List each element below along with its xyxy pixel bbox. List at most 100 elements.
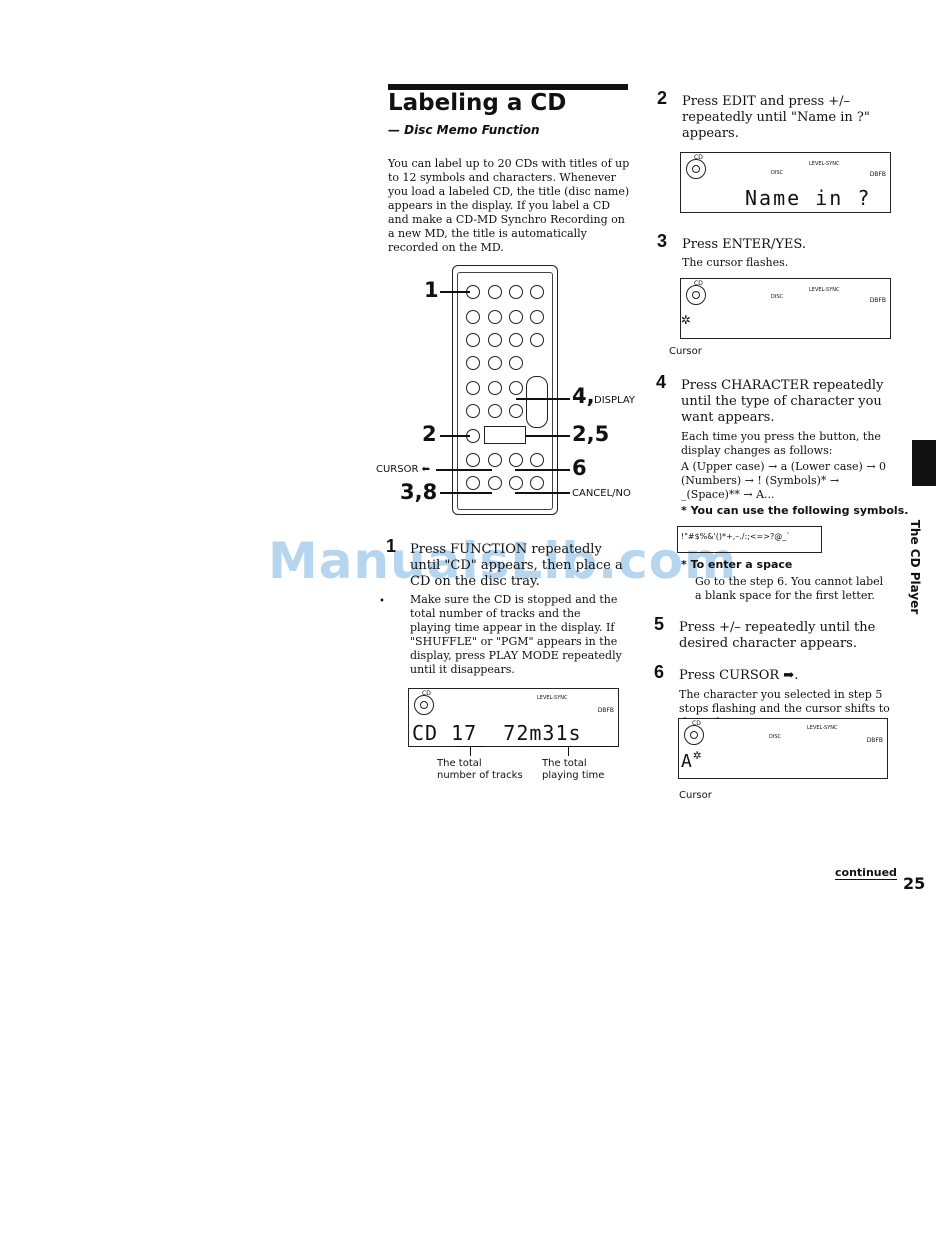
display-button-icon	[509, 404, 523, 418]
display-readout: A	[681, 751, 692, 772]
callout-line	[515, 492, 570, 494]
label-total-tracks: The total number of tracks	[437, 758, 523, 781]
callout-line	[525, 435, 570, 437]
plus-minus-buttons-icon	[484, 426, 526, 444]
step-6-text: Press CURSOR ➡.	[679, 668, 799, 683]
step-4-symbols-note: * You can use the following symbols.	[681, 504, 909, 517]
remote-button-icon	[466, 310, 480, 324]
remote-button-icon	[466, 333, 480, 347]
step-4-sequence: A (Upper case) → a (Lower case) → 0 (Num…	[681, 460, 887, 501]
dbfb-label: DBFB	[866, 737, 883, 744]
disc-label: DISC	[771, 170, 783, 176]
callout-display: DISPLAY	[594, 395, 636, 406]
remote-button-icon	[530, 310, 544, 324]
display-readout: CD 17 72m31s	[412, 721, 582, 745]
callout-line	[440, 492, 492, 494]
left-arrow-icon: ⬅	[421, 464, 430, 475]
bracket-line	[470, 746, 471, 756]
remote-button-icon	[488, 333, 502, 347]
callout-2-5: 2,5	[572, 422, 610, 446]
step-6-display: CD DISC LEVEL-SYNC DBFB A ✲	[678, 718, 888, 779]
step-4-number: 4	[656, 372, 667, 392]
step-6-cursor-label: Cursor	[679, 790, 712, 801]
callout-line	[440, 291, 470, 293]
remote-button-icon	[466, 356, 480, 370]
label-total-time: The total playing time	[542, 758, 605, 781]
remote-button-icon	[488, 310, 502, 324]
cd-disc-icon	[414, 695, 434, 715]
callout-4: 4,	[572, 384, 595, 408]
remote-button-icon	[488, 381, 502, 395]
step-3-cursor-label: Cursor	[669, 346, 702, 357]
step-4-text: Press CHARACTER repeatedly until the typ…	[681, 378, 884, 425]
step-3-display: CD DISC LEVEL-SYNC DBFB ✲	[680, 278, 891, 339]
remote-button-icon	[530, 476, 544, 490]
cd-disc-icon	[686, 159, 706, 179]
remote-button-icon	[509, 285, 523, 299]
step-1-display: CD LEVEL-SYNC DBFB CD 17 72m31s	[408, 688, 619, 747]
symbols-box: !"#$%&'()*+,–./:;<=>?@_`	[677, 526, 822, 553]
title-rule	[388, 84, 628, 90]
cd-disc-icon	[686, 285, 706, 305]
remote-button-icon	[509, 356, 523, 370]
cd-disc-icon	[684, 725, 704, 745]
symbols-list: !"#$%&'()*+,–./:;<=>?@_`	[681, 532, 791, 541]
step-2-text: Press EDIT and press +/– repeatedly unti…	[682, 94, 870, 141]
step-3-sub: The cursor flashes.	[682, 256, 789, 269]
chapter-tab-label: The CD Player	[908, 519, 922, 615]
callout-2: 2	[422, 422, 437, 446]
page-title: Labeling a CD	[388, 90, 567, 116]
level-sync-label: LEVEL-SYNC	[807, 725, 838, 731]
remote-button-icon	[488, 285, 502, 299]
cd-label: CD	[692, 720, 701, 727]
space-text: Go to the step 6. You cannot label a bla…	[695, 575, 884, 602]
step-4-sub: Each time you press the button, the disp…	[681, 430, 881, 457]
continued-label: continued	[835, 866, 897, 880]
cd-label: CD	[694, 280, 703, 287]
callout-1: 1	[424, 278, 439, 302]
step-1-note: Make sure the CD is stopped and the tota…	[410, 593, 622, 676]
step-5-number: 5	[654, 614, 665, 634]
level-sync-label: LEVEL-SYNC	[537, 695, 568, 701]
remote-button-icon	[509, 333, 523, 347]
flashing-cursor-icon: ✲	[693, 747, 702, 763]
page-subtitle: — Disc Memo Function	[388, 123, 540, 137]
remote-button-icon	[488, 356, 502, 370]
remote-button-icon	[509, 381, 523, 395]
cursor-button-icon	[488, 453, 502, 467]
step-3-text: Press ENTER/YES.	[682, 237, 806, 252]
level-sync-label: LEVEL-SYNC	[809, 287, 840, 293]
step-2-display: CD DISC LEVEL-SYNC DBFB Name in ?	[680, 152, 891, 213]
remote-button-icon	[530, 453, 544, 467]
watermark: ManualsLib.com	[268, 532, 738, 590]
cd-label: CD	[422, 690, 431, 697]
chapter-tab-marker	[912, 440, 936, 486]
callout-cursor-label: CURSOR	[376, 464, 419, 475]
step-1-number: 1	[386, 536, 397, 556]
remote-button-icon	[488, 404, 502, 418]
step-6-number: 6	[654, 662, 665, 682]
cd-label: CD	[694, 154, 703, 161]
remote-button-icon	[466, 381, 480, 395]
remote-button-icon	[530, 333, 544, 347]
remote-button-icon	[466, 404, 480, 418]
cancel-button-icon	[509, 476, 523, 490]
remote-inner	[457, 272, 553, 510]
page-number: 25	[903, 874, 926, 893]
callout-line	[440, 435, 470, 437]
callout-6: 6	[572, 456, 587, 480]
remote-button-icon	[466, 476, 480, 490]
remote-button-icon	[509, 310, 523, 324]
callout-line	[516, 398, 570, 400]
level-sync-label: LEVEL-SYNC	[809, 161, 840, 167]
dbfb-label: DBFB	[869, 297, 886, 304]
remote-button-icon	[466, 453, 480, 467]
dbfb-label: DBFB	[597, 707, 614, 714]
bracket-line	[568, 746, 569, 756]
step-2-number: 2	[657, 88, 668, 108]
disc-label: DISC	[771, 294, 783, 300]
display-readout: Name in ?	[745, 186, 872, 210]
intro-paragraph: You can label up to 20 CDs with titles o…	[388, 157, 630, 254]
callout-3-8: 3,8	[400, 480, 438, 504]
step-5-text: Press +/– repeatedly until the desired c…	[679, 620, 876, 651]
